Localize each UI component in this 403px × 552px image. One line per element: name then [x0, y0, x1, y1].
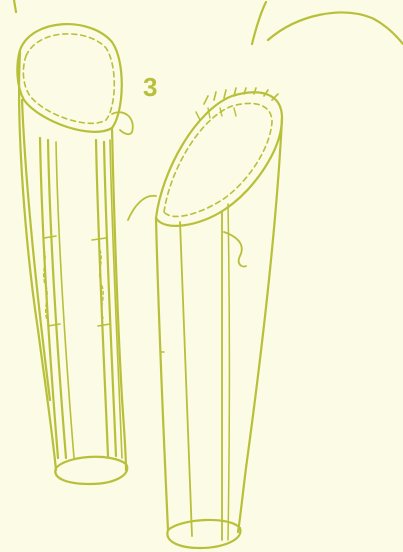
- left-sleeve-wrist: [55, 457, 127, 484]
- right-sleeve: [128, 88, 282, 548]
- left-sleeve: [17, 24, 132, 484]
- right-sleeve-wrist: [167, 520, 240, 548]
- right-sleeve-cap-stitching: [164, 103, 272, 216]
- left-sleeve-cap: [17, 24, 121, 132]
- top-edge-fragments: [14, 0, 403, 44]
- gathering-marks: [204, 88, 278, 104]
- right-sleeve-cap: [156, 92, 282, 226]
- step-number-label: 3: [143, 74, 157, 100]
- left-sleeve-cap-stitching: [23, 34, 114, 123]
